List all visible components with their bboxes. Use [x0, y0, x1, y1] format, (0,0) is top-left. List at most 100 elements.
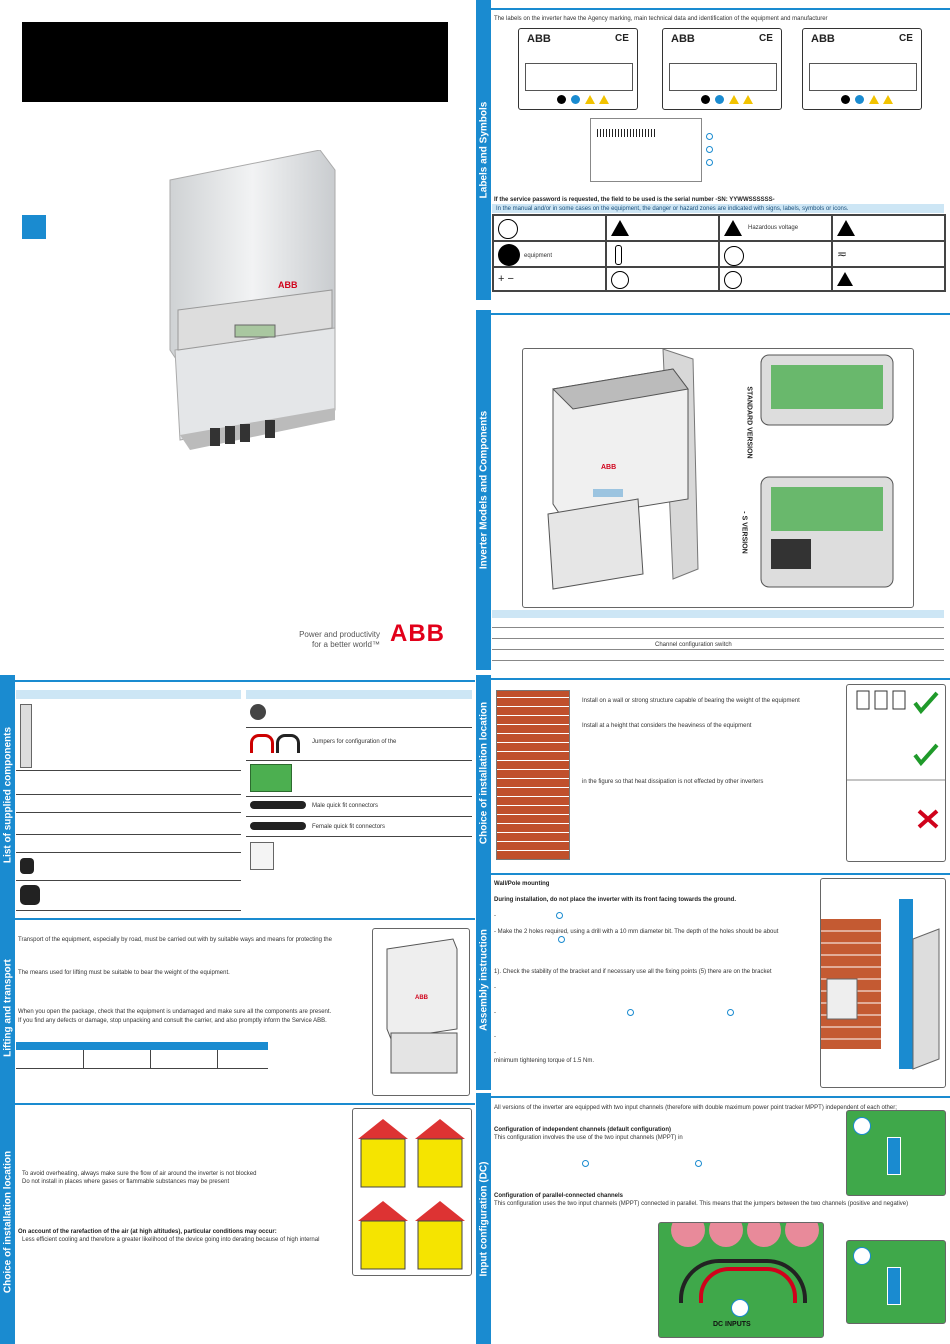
black-jumper-icon	[276, 734, 300, 753]
discharge-time-icon	[837, 272, 853, 286]
gloves-icon	[611, 271, 629, 289]
thermometer-icon	[615, 245, 622, 265]
callout-circle	[731, 1299, 749, 1317]
section-rule-input	[491, 1096, 950, 1098]
supplied-female-connectors: Female quick fit connectors	[312, 824, 386, 830]
pink-marker	[709, 1223, 743, 1247]
svg-text:ABB: ABB	[415, 995, 429, 1001]
lifting-p1: Transport of the equipment, especially b…	[18, 937, 332, 943]
tab-lifting-transport: Lifting and transport	[0, 915, 15, 1100]
assembly-l5: -	[494, 1010, 496, 1016]
tab-labels-symbols: Labels and Symbols	[476, 0, 491, 300]
assembly-l6: -	[494, 1034, 496, 1040]
documentation-icon	[250, 842, 274, 870]
lifting-illustration: ABB	[372, 928, 470, 1096]
cover-tagline-1: Power and productivity	[299, 630, 380, 639]
lifting-p4: If you find any defects or damage, stop …	[18, 1018, 327, 1024]
cover-abb-logo: ABB	[390, 620, 445, 647]
assembly-warning: During installation, do not place the in…	[494, 897, 737, 903]
lifting-table-header	[16, 1042, 268, 1050]
svg-text:ABB: ABB	[601, 464, 616, 471]
hot-surface-icon	[837, 220, 855, 236]
rating-label-2: ABB CE	[662, 28, 782, 110]
cover-blue-square	[22, 215, 46, 239]
rating-label-1: ABB CE	[518, 28, 638, 110]
callout-circle	[853, 1247, 871, 1265]
s-version-label: - S VERSION	[740, 511, 748, 554]
input-h2: Configuration of parallel-connected chan…	[494, 1193, 624, 1199]
female-connector-icon	[250, 822, 306, 830]
cover-title-block	[22, 22, 448, 102]
section-rule-assembly	[491, 873, 950, 875]
inverter-product-image: ABB	[169, 150, 336, 450]
tab-inverter-models: Inverter Models and Components	[476, 310, 491, 670]
pink-marker	[747, 1223, 781, 1247]
section-rule-choice-left	[15, 1103, 475, 1105]
callout-circle	[706, 133, 713, 140]
mounting-illustration	[820, 878, 946, 1088]
callout-circle	[853, 1117, 871, 1135]
supplied-header-left	[16, 690, 241, 699]
tab-choice-location-left: Choice of installation location	[0, 1100, 15, 1344]
rating-label-3: ABB CE	[802, 28, 922, 110]
symbols-grid: Hazardous voltage equipment ≂ + −	[492, 214, 946, 292]
section-rule-supplied	[15, 680, 475, 682]
assembly-l7: -	[494, 1050, 496, 1056]
cover-tagline-2: for a better world™	[311, 640, 380, 649]
assembly-title: Wall/Pole mounting	[494, 881, 550, 887]
terminal-block-icon	[250, 764, 292, 792]
callout-circle	[706, 159, 713, 166]
dc-inputs-label: DC INPUTS	[713, 1321, 751, 1328]
pink-marker	[785, 1223, 819, 1247]
labels-intro: The labels on the inverter have the Agen…	[494, 16, 828, 22]
pink-marker	[671, 1223, 705, 1247]
input-h1: Configuration of independent channels (d…	[494, 1127, 671, 1133]
section-rule-choice-right	[491, 678, 950, 680]
input-intro: All versions of the inverter are equippe…	[494, 1105, 897, 1111]
section-rule-models	[491, 313, 950, 315]
legend-channel-switch: Channel configuration switch	[655, 642, 732, 648]
warning-icon	[611, 220, 629, 236]
dc-ac-icon: ≂	[837, 247, 848, 261]
choice-left-p3: On account of the rarefaction of the air…	[18, 1229, 277, 1235]
tab-input-config: Input configuration (DC)	[476, 1093, 491, 1344]
voltage-warning-icon	[724, 220, 742, 236]
assembly-l8: minimum tightening torque of 1.5 Nm.	[494, 1058, 595, 1064]
manual-icon	[498, 219, 518, 239]
standard-version-label: STANDARD VERSION	[745, 386, 753, 459]
hazard-note-bar	[492, 204, 944, 213]
input-p1: This configuration involves the use of t…	[494, 1135, 683, 1141]
lifting-p2: The means used for lifting must be suita…	[18, 970, 230, 976]
svg-text:ABB: ABB	[278, 280, 298, 290]
black-dot-icon	[498, 244, 520, 266]
supplied-jumpers: Jumpers for configuration of the	[312, 739, 397, 745]
isolation-icon	[724, 246, 744, 266]
jumper-detail-2	[846, 1240, 946, 1324]
tab-choice-location-right: Choice of installation location	[476, 675, 491, 870]
supplied-table-right: Jumpers for configuration of the Male qu…	[246, 700, 472, 870]
lifting-p3: When you open the package, check that th…	[18, 1009, 332, 1015]
callout-circle	[558, 936, 565, 943]
components-legend-header	[492, 610, 944, 618]
supplied-table-left	[16, 700, 241, 911]
section-rule-lifting	[15, 918, 475, 920]
tab-supplied-components: List of supplied components	[0, 675, 15, 915]
choice-right-p1: Install on a wall or strong structure ca…	[582, 698, 800, 704]
sym-plus-minus: + −	[498, 273, 514, 285]
callout-circle	[706, 146, 713, 153]
dc-inputs-board: DC INPUTS	[658, 1222, 824, 1338]
callout-circle	[695, 1160, 702, 1167]
spacing-illustration	[846, 684, 946, 862]
sym-equipment: equipment	[524, 253, 553, 259]
brick-wall-illustration	[496, 690, 570, 860]
sym-hazardous-voltage: Hazardous voltage	[748, 225, 799, 231]
password-note: If the service password is requested, th…	[494, 197, 775, 203]
callout-circle	[727, 1009, 734, 1016]
components-diagram: ABB STANDARD VERSION - S VERSION	[522, 348, 914, 608]
assembly-l3: 1). Check the stability of the bracket a…	[494, 969, 772, 975]
serial-label	[590, 118, 702, 182]
callout-circle	[556, 912, 563, 919]
choice-left-p4: Less efficient cooling and therefore a g…	[22, 1237, 320, 1243]
section-rule-labels	[491, 8, 950, 10]
houses-illustration	[352, 1108, 472, 1276]
